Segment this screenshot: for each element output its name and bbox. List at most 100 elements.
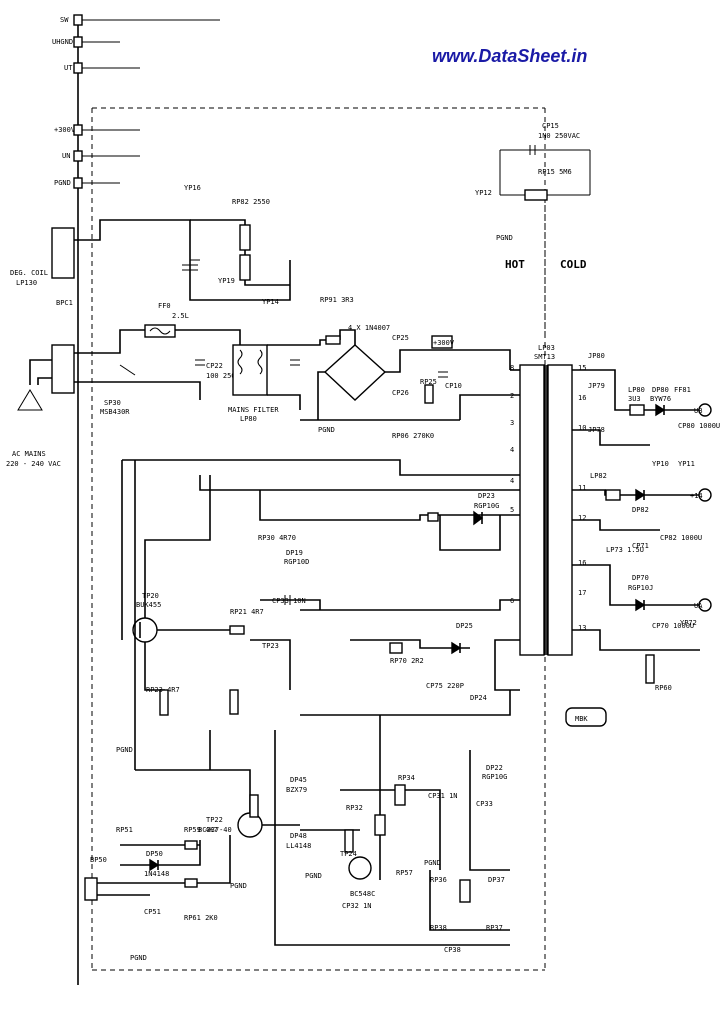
cp26-label: CP26 xyxy=(392,389,409,397)
output-14v: +14 xyxy=(690,492,703,500)
yp11-label: YP11 xyxy=(678,460,695,468)
v300-label: +300V xyxy=(433,339,455,347)
conn-un: UN xyxy=(62,152,70,160)
svg-text:PGND: PGND xyxy=(305,872,322,880)
lp03-label: LP03 xyxy=(538,344,555,352)
rp30-label: RP30 4R70 xyxy=(258,534,296,542)
logo-text: MBK xyxy=(575,715,588,723)
fuse-value: 2.5L xyxy=(172,312,189,320)
tp22-part: BC337-40 xyxy=(198,826,232,834)
mains-filter-label: MAINS FILTER xyxy=(228,406,279,414)
jp78-label: JP78 xyxy=(588,426,605,434)
bridge-label: 4 X 1N4007 xyxy=(348,324,390,332)
svg-text:4: 4 xyxy=(510,477,514,485)
cp33b-label: CP33 xyxy=(476,800,493,808)
rp37-label: RP37 xyxy=(486,924,503,932)
mains-voltage: 220 - 240 VAC xyxy=(6,460,61,468)
hot-label: HOT xyxy=(505,258,525,271)
svg-text:PGND: PGND xyxy=(318,426,335,434)
switch-part: MSB430R xyxy=(100,408,130,416)
dp50-part: 1N4148 xyxy=(144,870,169,878)
cp15-label: CP15 xyxy=(542,122,559,130)
dp19-label: DP19 xyxy=(286,549,303,557)
cp70-label: CP70 1000U xyxy=(652,622,694,630)
yp19-label: YP19 xyxy=(218,277,235,285)
cp75-label: CP75 220P xyxy=(426,682,464,690)
svg-text:PGND: PGND xyxy=(424,859,441,867)
svg-text:2: 2 xyxy=(510,392,514,400)
mains-label: AC MAINS xyxy=(12,450,46,458)
cp31-label: CP31 1N xyxy=(428,792,458,800)
yp14-label: YP14 xyxy=(262,298,279,306)
bp50-label: BP50 xyxy=(90,856,107,864)
lp03-part: SMT13 xyxy=(534,353,555,361)
ground-labels: PGND PGND PGND PGND PGND PGND xyxy=(116,426,441,962)
jp79-label: JP79 xyxy=(588,382,605,390)
tp22-label: TP22 xyxy=(206,816,223,824)
dp48-part: LL4148 xyxy=(286,842,311,850)
svg-text:10: 10 xyxy=(578,424,586,432)
dp48-label: DP48 xyxy=(290,832,307,840)
cold-label: COLD xyxy=(560,258,587,271)
svg-text:12: 12 xyxy=(578,514,586,522)
cp80-label: CP80 1000U xyxy=(678,422,720,430)
conn-ut: UT xyxy=(64,64,73,72)
lp82-label: LP82 xyxy=(590,472,607,480)
svg-text:13: 13 xyxy=(578,624,586,632)
dp80-label: DP80 xyxy=(652,386,669,394)
dp22-part: RGP10G xyxy=(482,773,507,781)
dp37-label: DP37 xyxy=(488,876,505,884)
lp73-label: LP73 1.5U xyxy=(606,546,644,554)
fuse-label: FF0 xyxy=(158,302,171,310)
dp82-label: DP82 xyxy=(632,506,649,514)
rp06-label: RP06 270K0 xyxy=(392,432,434,440)
rp61-label: RP61 2K0 xyxy=(184,914,218,922)
rp60-label: RP60 xyxy=(655,684,672,692)
dp22-label: DP22 xyxy=(486,764,503,772)
yp10-label: YP10 xyxy=(652,460,669,468)
jp80-label: JP80 xyxy=(588,352,605,360)
svg-text:11: 11 xyxy=(578,484,586,492)
svg-text:5: 5 xyxy=(510,506,514,514)
svg-text:16: 16 xyxy=(578,394,586,402)
mains-input: AC MAINS 220 - 240 VAC DEG. COIL LP130 B… xyxy=(6,227,150,468)
tp20-label: TP20 xyxy=(142,592,159,600)
dp45-part: BZX79 xyxy=(286,786,307,794)
rp57-label: RP57 xyxy=(396,869,413,877)
watermark-text: www.DataSheet.in xyxy=(432,46,587,66)
cp38-label: CP38 xyxy=(444,946,461,954)
rp23-label: RP23 4R7 xyxy=(146,686,180,694)
rp59-label: RP59 4K7 xyxy=(184,826,218,834)
svg-text:17: 17 xyxy=(578,589,586,597)
switch-label: SP30 xyxy=(104,399,121,407)
tp20-part: BUK455 xyxy=(136,601,161,609)
transformer-pin-numbers: 8 2 3 4 4 5 6 15 16 10 11 12 16 17 13 xyxy=(510,364,586,632)
rp21-label: RP21 4R7 xyxy=(230,608,264,616)
tp24-part: BC548C xyxy=(350,890,375,898)
dp50-label: DP50 xyxy=(146,850,163,858)
dp23-part: RGP10G xyxy=(474,502,499,510)
rp32-label: RP32 xyxy=(346,804,363,812)
rp70-label: RP70 2R2 xyxy=(390,657,424,665)
output-ua: UA xyxy=(694,602,703,610)
dp19-part: RGP10D xyxy=(284,558,309,566)
tp23-label: TP23 xyxy=(262,642,279,650)
cp32-label: CP32 1N xyxy=(342,902,372,910)
svg-text:PGND: PGND xyxy=(116,746,133,754)
rp36-label: RP36 xyxy=(430,876,447,884)
cp22-val: 100 250V xyxy=(206,372,241,380)
svg-text:PGND: PGND xyxy=(230,882,247,890)
transformer-lp03: LP03 SMT13 xyxy=(519,344,573,656)
rp15-label: RP15 5M6 xyxy=(538,168,572,176)
ff81-label: FF81 xyxy=(674,386,691,394)
mains-filter-id: LP80 xyxy=(240,415,257,423)
svg-text:15: 15 xyxy=(578,364,586,372)
conn-sw: SW xyxy=(60,16,69,24)
cp10-label: CP10 xyxy=(445,382,462,390)
pgnd-label: PGND xyxy=(496,234,513,242)
svg-text:3: 3 xyxy=(510,419,514,427)
dp25-label: DP25 xyxy=(456,622,473,630)
dp24-label: DP24 xyxy=(470,694,487,702)
rp51-label: RP51 xyxy=(116,826,133,834)
